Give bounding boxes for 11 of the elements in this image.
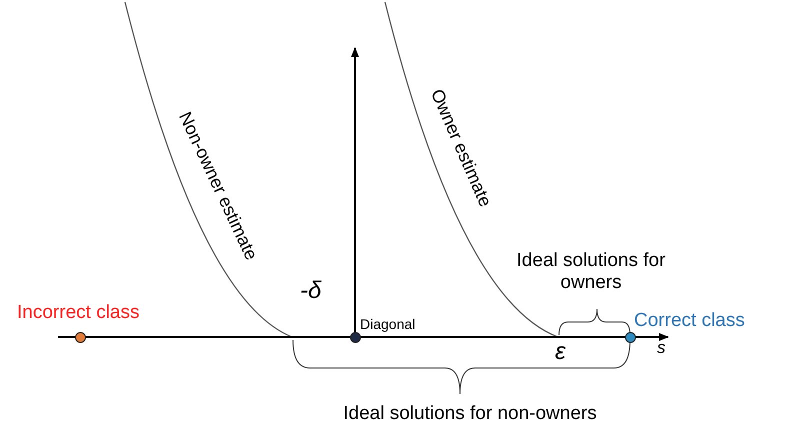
threshold-label: -δ [300,277,322,305]
annotation-text: Ideal solutions for non-owners [343,403,597,425]
point-marker [74,332,86,342]
point-label: Correct class [634,310,745,332]
point-marker [350,332,360,342]
threshold-label: ε [555,338,566,366]
point-marker [624,332,636,342]
axis-label: s [657,338,666,358]
point-label: Diagonal [360,316,416,332]
point-label: Incorrect class [17,302,140,324]
annotation-text: Ideal solutions for owners [516,250,666,294]
